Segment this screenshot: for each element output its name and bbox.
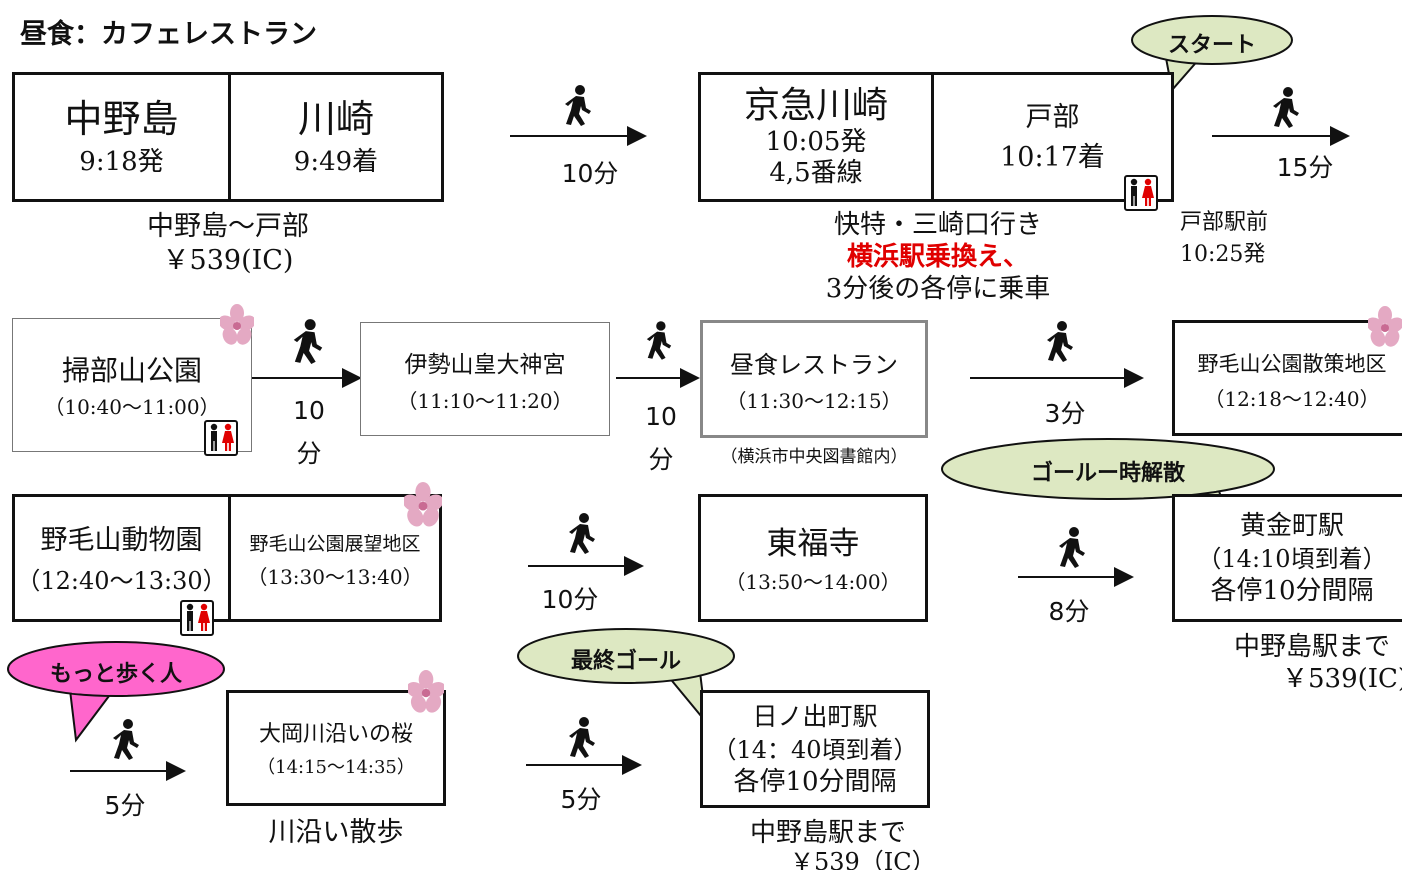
spot-time: （10:40～11:00） bbox=[44, 394, 220, 419]
spot-name: 野毛山公園展望地区 bbox=[249, 532, 421, 555]
walk-time: 10 bbox=[645, 402, 677, 431]
walk-time-unit: 分 bbox=[296, 439, 322, 468]
spot-name: 野毛山公園散策地区 bbox=[1197, 351, 1387, 376]
walk-time: 5分 bbox=[560, 785, 602, 814]
toilet-icon bbox=[1124, 175, 1158, 211]
walk-time: 5分 bbox=[104, 791, 146, 820]
train-interval: 各停10分間隔 bbox=[733, 767, 897, 797]
station-name: 日ノ出町駅 bbox=[752, 702, 878, 731]
spot-box: 伊勢山皇大神宮 （11:10～11:20） bbox=[360, 322, 610, 436]
station-box: 黄金町駅 （14:10頃到着） 各停10分間隔 bbox=[1172, 494, 1402, 622]
arrival-time: （14:10頃到着） bbox=[1197, 545, 1387, 573]
final-goal-bubble bbox=[517, 628, 735, 726]
spot-name: 大岡川沿いの桜 bbox=[258, 722, 413, 747]
walk-time: 10分 bbox=[561, 159, 619, 188]
walk-time: 15分 bbox=[1276, 153, 1334, 182]
train-note: 快特・三崎口行き bbox=[833, 210, 1042, 240]
sakura-icon bbox=[402, 482, 444, 532]
walk-time: 10 bbox=[293, 396, 325, 425]
walking-person-icon bbox=[566, 716, 598, 762]
walking-person-icon bbox=[1056, 526, 1088, 572]
lunch-note: （横浜市中央図書館内） bbox=[720, 447, 908, 467]
walking-person-icon bbox=[644, 320, 674, 364]
return-destination: 中野島駅まで bbox=[1234, 632, 1391, 662]
spot-time: （13:50～14:00） bbox=[725, 569, 901, 594]
page-title: 昼食：カフェレストラン bbox=[20, 19, 317, 50]
bus-time: 10:25発 bbox=[1180, 242, 1266, 267]
spot-box: 野毛山動物園 （12:40～13:30） 野毛山公園展望地区 （13:30～13… bbox=[12, 494, 442, 622]
walking-person-icon bbox=[562, 84, 594, 130]
station-name: 川崎 bbox=[297, 96, 374, 141]
train-note: 3分後の各停に乗車 bbox=[825, 274, 1051, 304]
station-box: 日ノ出町駅 （14：40頃到着） 各停10分間隔 bbox=[700, 690, 930, 808]
final-goal-label: 最終ゴール bbox=[570, 649, 681, 674]
arrival-time: （14：40頃到着） bbox=[712, 736, 918, 764]
spot-name: 東福寺 bbox=[766, 525, 860, 562]
fare-route: 中野島～戸部 bbox=[147, 211, 309, 242]
station-name: 京急川崎 bbox=[743, 85, 888, 126]
spot-box: 東福寺 （13:50～14:00） bbox=[698, 494, 928, 622]
walking-person-icon bbox=[290, 318, 326, 368]
goal-break-label: ゴールー時解散 bbox=[1030, 461, 1185, 486]
transfer-note: 横浜駅乗換え、 bbox=[846, 242, 1029, 272]
spot-time: （11:30～12:15） bbox=[726, 388, 902, 413]
train-interval: 各停10分間隔 bbox=[1210, 576, 1374, 606]
return-destination: 中野島駅まで bbox=[750, 818, 907, 848]
station-name: 黄金町駅 bbox=[1239, 511, 1344, 541]
arrival-time: 10:17着 bbox=[1000, 141, 1105, 173]
spot-box: 野毛山公園散策地区 （12:18～12:40） bbox=[1172, 320, 1402, 436]
sakura-icon bbox=[406, 670, 446, 718]
fare: ￥539(IC) bbox=[1282, 664, 1402, 694]
train-leg-box: 京急川崎 10:05発 4,5番線 戸部 10:17着 bbox=[698, 72, 1174, 202]
spot-box: 大岡川沿いの桜 （14:15～14:35） bbox=[226, 690, 446, 806]
fare: ￥539（IC） bbox=[790, 848, 936, 870]
walking-person-icon bbox=[110, 718, 142, 764]
lunch-box: 昼食レストラン （11:30～12:15） bbox=[700, 320, 928, 438]
station-name: 戸部 bbox=[1025, 101, 1080, 133]
toilet-icon bbox=[204, 420, 238, 456]
fare: ￥539(IC) bbox=[162, 245, 294, 276]
track-number: 4,5番線 bbox=[769, 158, 863, 188]
toilet-icon bbox=[180, 600, 214, 636]
spot-time: （12:40～13:30） bbox=[16, 566, 227, 595]
spot-note: 川沿い散歩 bbox=[268, 817, 404, 848]
walk-time: 10分 bbox=[541, 585, 599, 614]
spot-name: 昼食レストラン bbox=[730, 350, 898, 379]
walk-time: 8分 bbox=[1048, 597, 1090, 626]
spot-time: （14:15～14:35） bbox=[257, 757, 415, 778]
walking-person-icon bbox=[566, 512, 598, 558]
walk-more-bubble bbox=[7, 641, 225, 743]
spot-name: 掃部山公園 bbox=[61, 353, 202, 387]
sakura-icon bbox=[1366, 306, 1402, 352]
station-name: 中野島 bbox=[64, 96, 179, 141]
spot-name: 伊勢山皇大神宮 bbox=[404, 351, 566, 378]
walk-time-unit: 分 bbox=[648, 445, 674, 474]
walking-person-icon bbox=[1044, 320, 1076, 366]
walking-person-icon bbox=[1270, 86, 1302, 132]
walk-time: 3分 bbox=[1044, 399, 1086, 428]
train-leg-box: 中野島 9:18発 川崎 9:49着 bbox=[12, 72, 444, 202]
departure-time: 10:05発 bbox=[765, 127, 867, 157]
start-label: スタート bbox=[1167, 33, 1256, 58]
spot-time: （12:18～12:40） bbox=[1204, 386, 1380, 411]
departure-time: 9:18発 bbox=[79, 146, 164, 177]
arrival-time: 9:49着 bbox=[293, 146, 379, 177]
spot-time: （11:10～11:20） bbox=[397, 388, 573, 413]
walk-more-label: もっと歩く人 bbox=[49, 662, 182, 687]
spot-time: （13:30～13:40） bbox=[247, 564, 423, 589]
sakura-icon bbox=[218, 304, 256, 350]
spot-name: 野毛山動物園 bbox=[40, 524, 203, 556]
bus-stop: 戸部駅前 bbox=[1180, 210, 1269, 235]
